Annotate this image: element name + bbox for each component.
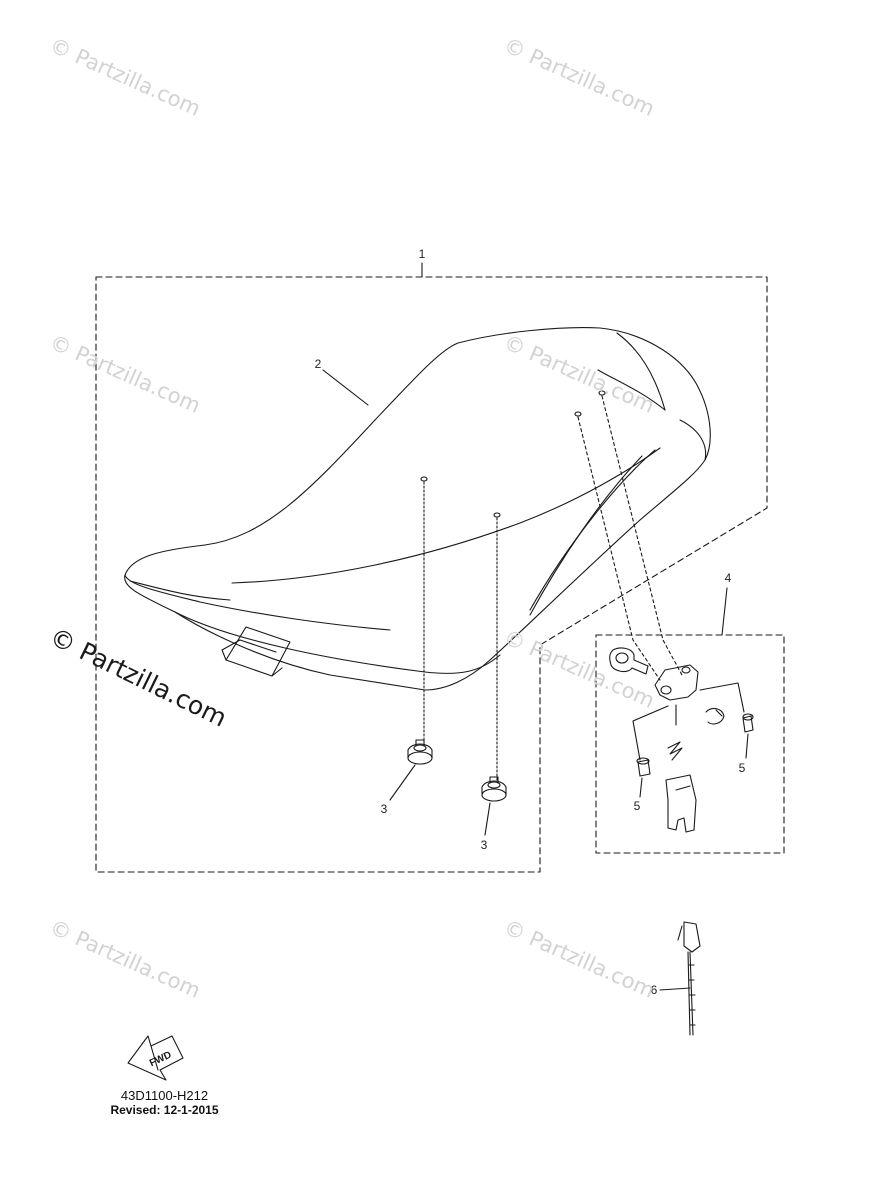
lock-assy-boundary: [595, 634, 785, 854]
bolt-icon: [636, 757, 651, 777]
callout-line-3a: [389, 764, 416, 801]
callout-line-5b: [639, 777, 643, 798]
seat-assy-boundary: [95, 276, 768, 873]
damper-icon: [481, 776, 507, 802]
callout-4: 4: [725, 571, 732, 585]
bolt-icon: [742, 713, 754, 733]
diagram-code: 43D1100-H212: [120, 1088, 209, 1103]
callout-1: 1: [419, 247, 426, 261]
callout-line-2: [322, 369, 369, 406]
callout-line-3b: [484, 802, 491, 836]
callout-line-4: [721, 587, 728, 636]
callout-2: 2: [315, 357, 322, 371]
cable-tie-icon: [677, 921, 701, 1036]
seat-lock-icon: [609, 647, 725, 833]
callout-6: 6: [651, 983, 658, 997]
revision-date: Revised: 12-1-2015: [110, 1103, 219, 1117]
callout-3a: 3: [381, 802, 388, 816]
forward-arrow-icon: [127, 1035, 184, 1081]
callout-line-5a: [745, 733, 749, 759]
callout-line-6: [659, 987, 691, 991]
callout-3b: 3: [481, 838, 488, 852]
callout-5a: 5: [739, 761, 746, 775]
seat-icon: [124, 327, 711, 691]
callout-5b: 5: [634, 799, 641, 813]
damper-icon: [407, 739, 433, 765]
